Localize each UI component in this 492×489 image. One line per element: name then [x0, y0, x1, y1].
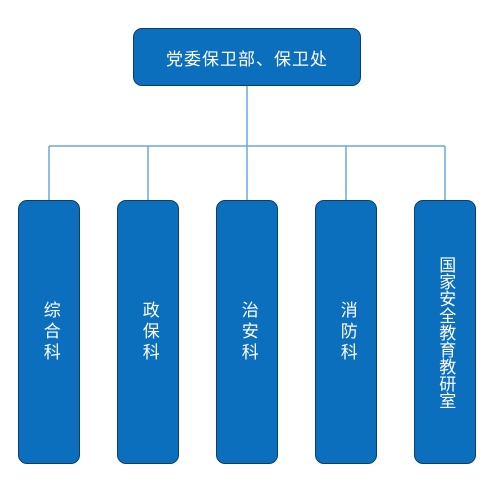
child-node-fire-safety: 消防科 [315, 200, 377, 464]
root-node-label: 党委保卫部、保卫处 [166, 49, 328, 70]
child-node-label: 政保科 [138, 300, 159, 364]
child-node-political-security: 政保科 [117, 200, 179, 464]
child-node-label: 消防科 [336, 300, 357, 364]
child-node-label: 治安科 [237, 300, 258, 364]
child-node-general-affairs: 综合科 [18, 200, 80, 464]
root-node: 党委保卫部、保卫处 [133, 28, 361, 86]
child-node-public-security: 治安科 [216, 200, 278, 464]
child-node-label: 综合科 [39, 300, 60, 364]
child-node-national-security-education: 国家安全教育教研室 [414, 200, 476, 464]
child-node-label: 国家安全教育教研室 [435, 255, 456, 409]
